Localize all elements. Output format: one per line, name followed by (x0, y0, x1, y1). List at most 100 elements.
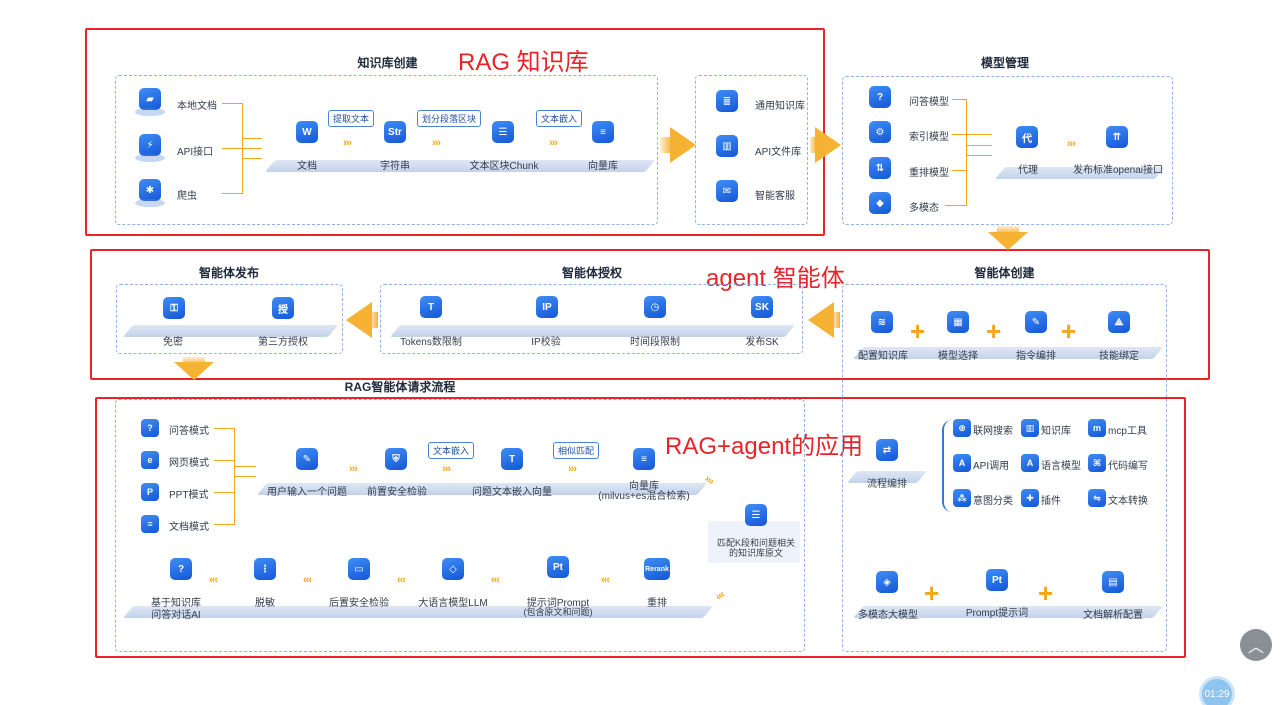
step-extract-text: 提取文本 (328, 110, 375, 127)
rag-llm: 大语言模型LLM (418, 598, 488, 609)
index-model-icon: ⚙ (869, 121, 891, 143)
section-title-model-mgmt: 模型管理 (980, 56, 1029, 70)
auth-publish-sk: 发布SK (745, 337, 779, 348)
output-api-filelib: API文件库 (755, 147, 802, 158)
publish-third-party: 第三方授权 (258, 337, 308, 348)
plugin-icon: ✚ (1021, 489, 1039, 507)
tool-intent: 意图分类 (973, 496, 1013, 507)
arrow-down-icon (988, 232, 1028, 250)
language-model-icon: A (1021, 454, 1039, 472)
annotation-agent: agent 智能体 (706, 265, 845, 292)
section-title-agent-publish: 智能体发布 (198, 266, 259, 280)
auth-token-limit: Tokens数限制 (400, 337, 462, 348)
tool-kb: 知识库 (1041, 426, 1071, 437)
rag-rerank: 重排 (647, 598, 667, 609)
section-title-agent-auth: 智能体授权 (561, 266, 622, 280)
agent-publish-panel (116, 284, 343, 354)
multi-doc-parse: 文档解析配置 (1083, 610, 1143, 621)
books-icon: ▥ (1021, 419, 1039, 437)
pipeline-doc: 文档 (297, 161, 317, 172)
rag-flow-panel (115, 399, 805, 652)
output-general-kb: 通用知识库 (755, 101, 805, 112)
tag-text-embedding: 文本嵌入 (428, 442, 475, 459)
plus-icon: + (910, 316, 926, 346)
step-text-embedding: 文本嵌入 (536, 110, 583, 127)
cube-icon: ◈ (876, 571, 898, 593)
plug-icon: ⚡ (139, 134, 161, 156)
vector-db-icon: ≡ (592, 121, 614, 143)
model-select-icon: ▦ (947, 311, 969, 333)
create-skill-binding: 技能绑定 (1099, 351, 1139, 362)
rag-post-security: 后置安全检验 (329, 598, 389, 609)
web-search-icon: ⊕ (953, 419, 971, 437)
plus-icon: + (986, 316, 1002, 346)
timer-badge[interactable]: 01:29 (1199, 676, 1235, 705)
multi-large-model: 多模态大模型 (858, 610, 918, 621)
mode-doc: 文档模式 (169, 522, 209, 533)
agent-auth-panel (380, 284, 803, 354)
rag-kb-chat-line2: 问答对话AI (151, 610, 201, 621)
section-title-agent-create: 智能体创建 (974, 266, 1035, 280)
output-smart-service: 智能客服 (755, 191, 795, 202)
rag-user-input: 用户输入一个问题 (267, 487, 347, 498)
scroll-top-button[interactable]: ︿ (1240, 629, 1272, 661)
multi-prompt: Prompt提示词 (965, 608, 1029, 619)
layers-icon: ≋ (871, 311, 893, 333)
intent-icon: ⁂ (953, 489, 971, 507)
token-limit-icon: T (420, 296, 442, 318)
tool-plugin: 插件 (1041, 496, 1061, 507)
tool-code: 代码编写 (1108, 461, 1148, 472)
model-rerank: 重排模型 (909, 168, 949, 179)
sk-icon: SK (751, 296, 773, 318)
chat-service-icon: ✉ (716, 180, 738, 202)
tool-mcp: mcp工具 (1108, 426, 1147, 437)
tool-web-search: 联网搜索 (973, 426, 1013, 437)
vector-db-icon: ≡ (633, 448, 655, 470)
rag-pre-security: 前置安全检验 (367, 487, 427, 498)
source-api: API接口 (177, 147, 214, 158)
highlight-rag-agent (95, 397, 1186, 658)
create-config-kb: 配置知识库 (858, 351, 908, 362)
user-input-icon: ✎ (296, 448, 318, 470)
rerank-model-icon: ⇅ (869, 157, 891, 179)
word-doc-icon: W (296, 121, 318, 143)
kb-outputs-panel (695, 75, 808, 225)
desensitize-icon: ⋮ (254, 558, 276, 580)
tag-similar-match: 相似匹配 (553, 442, 600, 459)
arrow-left-icon (808, 302, 834, 338)
rag-prompt-sub: (包含原文和问题) (523, 607, 593, 617)
plus-icon: + (924, 578, 940, 608)
model-publish-openai: 发布标准openai接口 (1073, 165, 1164, 176)
llm-icon: ◇ (442, 558, 464, 580)
step-split-paragraph: 划分段落区块 (417, 110, 482, 127)
chevron-up-icon: ︿ (1247, 639, 1264, 656)
auth-time-limit: 时间段限制 (630, 337, 680, 348)
arrow-right-icon (670, 127, 696, 163)
match-doc-icon: ☰ (745, 504, 767, 526)
agent-create-panel (842, 284, 1167, 652)
time-limit-icon: ◷ (644, 296, 666, 318)
tool-language-model: 语言模型 (1041, 461, 1081, 472)
plus-icon: + (1061, 316, 1077, 346)
tool-api-call: API调用 (973, 461, 1010, 472)
prompt-icon: Pt (547, 556, 569, 578)
timer-text: 01:29 (1204, 688, 1230, 700)
model-qa: 问答模型 (909, 97, 949, 108)
model-index: 索引模型 (909, 132, 949, 143)
books-icon: ▥ (716, 135, 738, 157)
flow-edit-icon: ⇄ (876, 439, 898, 461)
pipeline-vector-db: 向量库 (588, 161, 618, 172)
openai-api-icon: ⇈ (1106, 126, 1128, 148)
ppt-mode-icon: P (141, 483, 159, 501)
arrow-left-icon (346, 302, 372, 338)
rag-vector-db-sub: (milvus+es混合检索) (598, 491, 690, 502)
annotation-rag-kb: RAG 知识库 (458, 49, 589, 76)
section-title-kb-create: 知识库创建 (357, 56, 418, 70)
api-call-icon: A (953, 454, 971, 472)
bug-icon: ✱ (139, 179, 161, 201)
mode-qa: 问答模式 (169, 426, 209, 437)
prompt-icon: Pt (986, 569, 1008, 591)
post-security-icon: ▭ (348, 558, 370, 580)
arrow-right-icon (815, 127, 841, 163)
authorize-icon: 授 (272, 297, 294, 319)
